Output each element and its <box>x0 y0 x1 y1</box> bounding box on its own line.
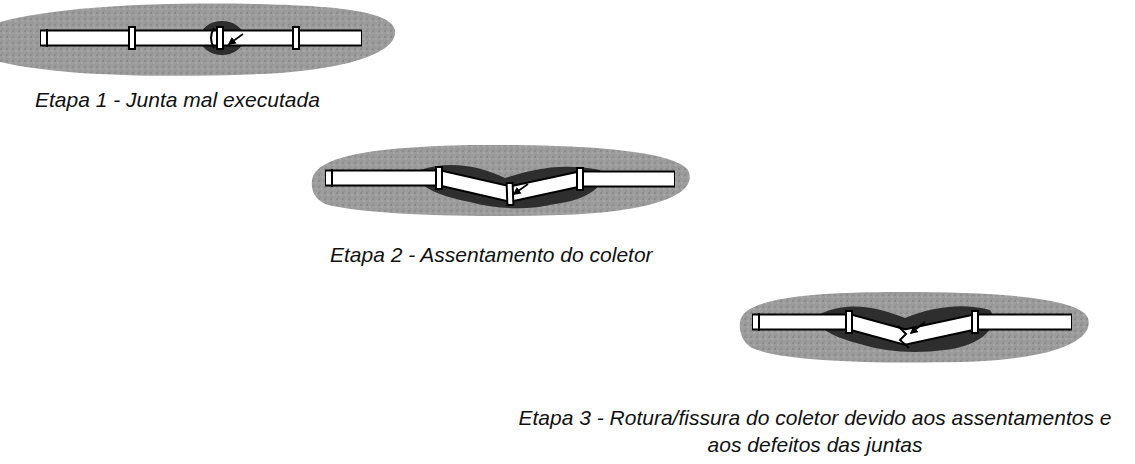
stage-3-figure <box>740 292 1089 362</box>
stage-1-figure <box>0 4 395 76</box>
stage-2-figure <box>312 145 690 216</box>
stage-caption: Etapa 2 - Assentamento do coletor <box>330 241 653 268</box>
stage-caption: Etapa 1 - Junta mal executada <box>35 86 320 113</box>
stage-caption: Etapa 3 - Rotura/fissura do coletor devi… <box>505 404 1125 459</box>
